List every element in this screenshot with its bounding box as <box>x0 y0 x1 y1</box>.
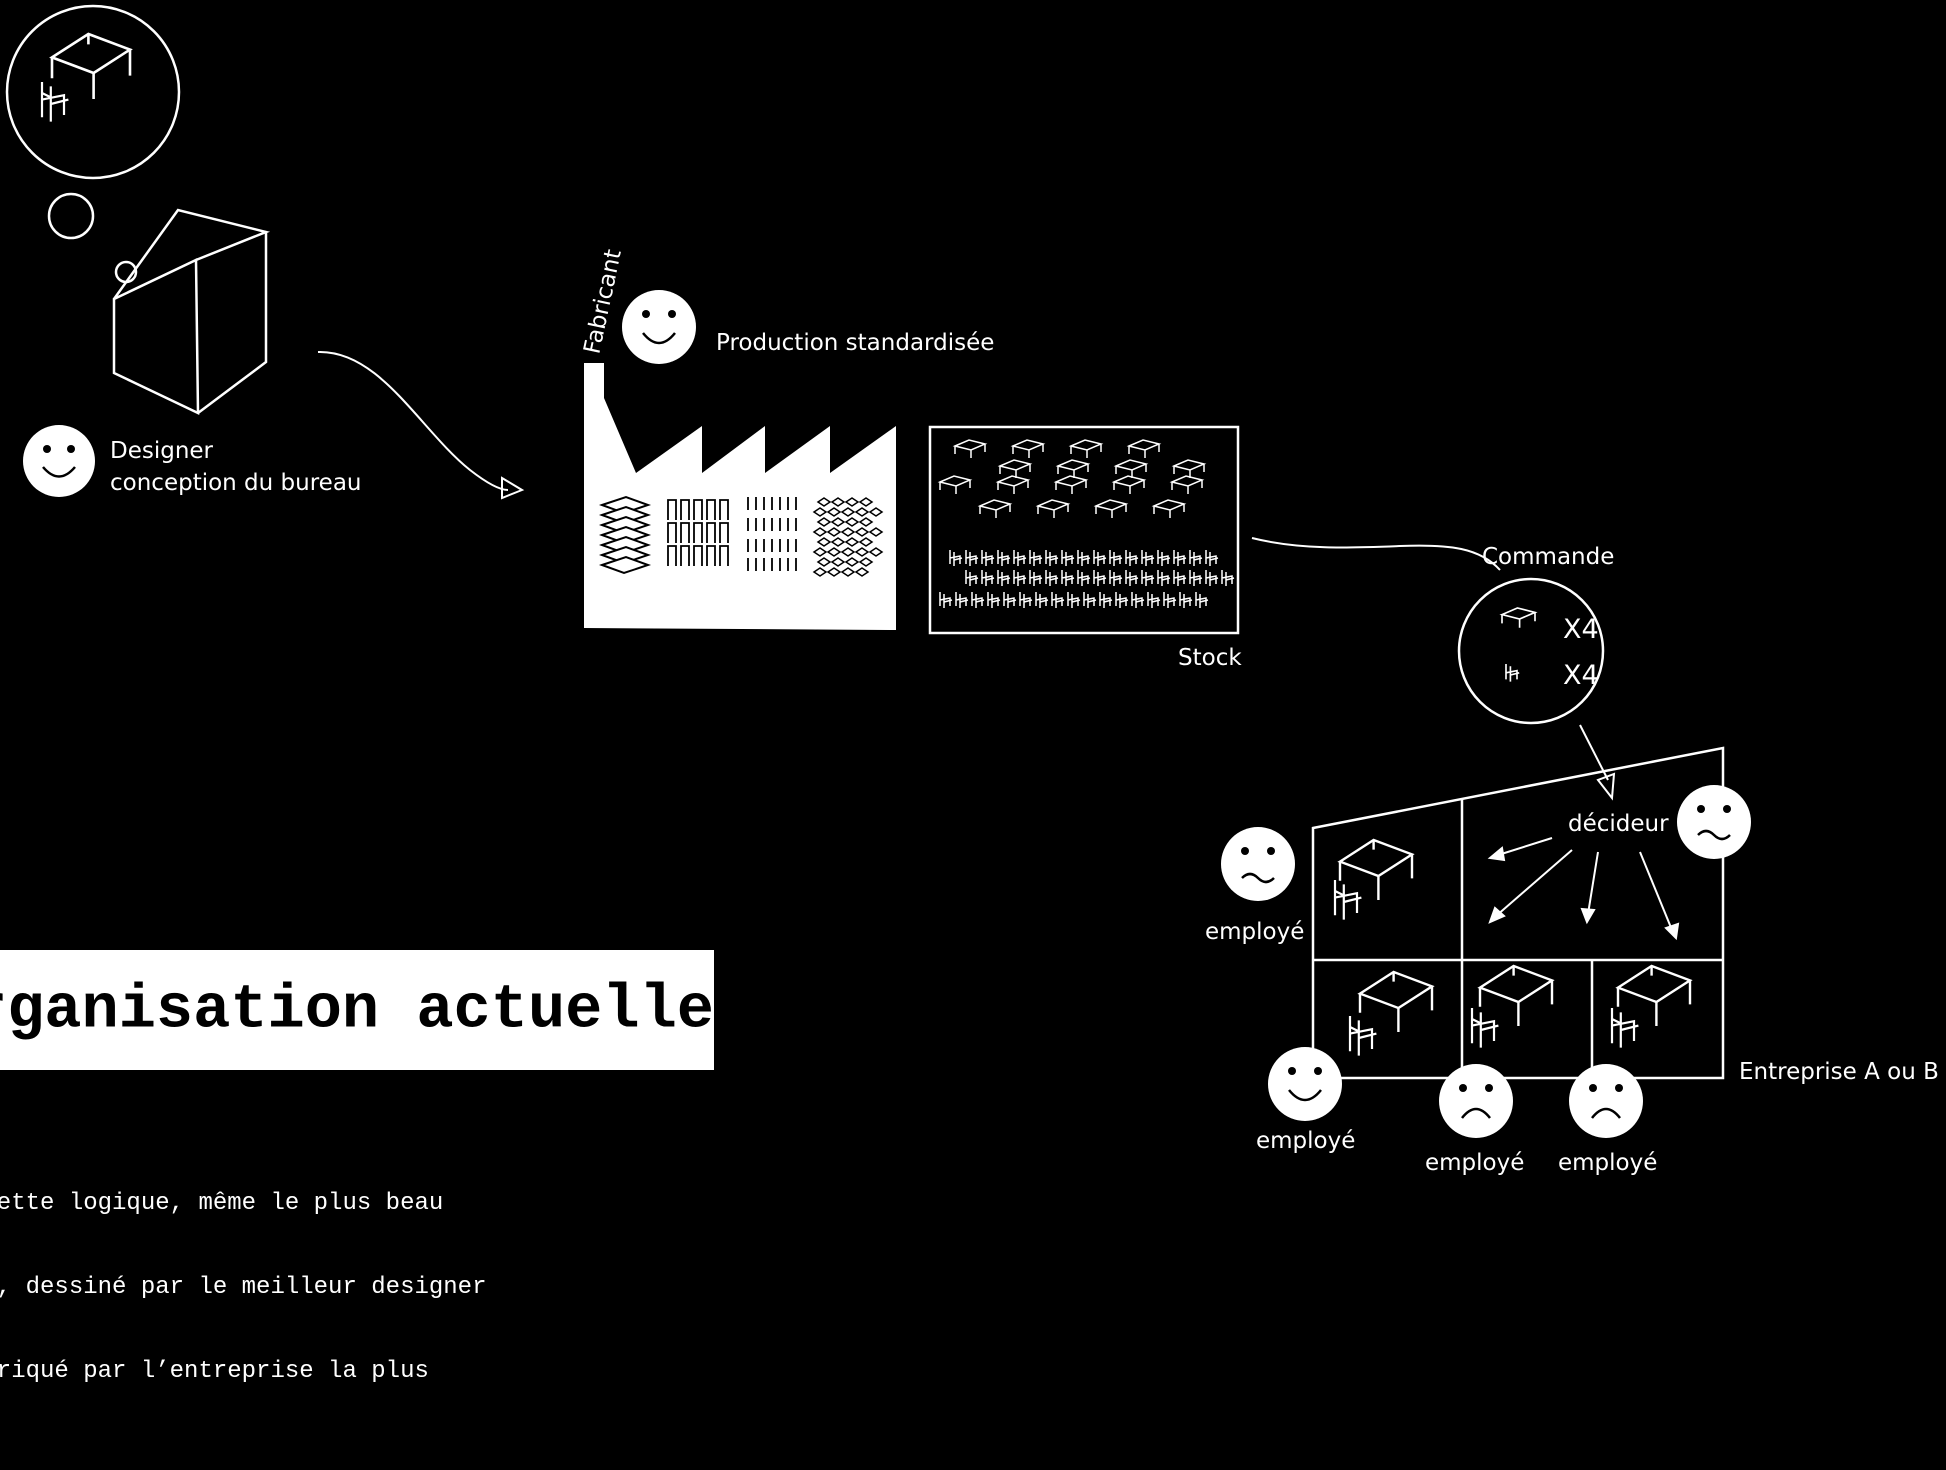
employe-label-3: employé <box>1425 1150 1524 1176</box>
employe-label-1: employé <box>1205 919 1304 945</box>
thought-bubble-desk-icon <box>5 4 181 284</box>
desk-icon <box>1358 970 1434 1034</box>
chair-icon <box>1333 878 1363 921</box>
organization-diagram: Designer conception du bureau <box>5 4 1939 1176</box>
body-line: cette logique, même le plus beau <box>0 1190 444 1217</box>
body-line: abriqué par l’entreprise la plus <box>0 1358 429 1385</box>
desk-icon <box>1478 964 1554 1028</box>
smiley-sad-icon <box>1569 1064 1643 1138</box>
body-line: au, dessiné par le meilleur designer <box>0 1274 487 1301</box>
entreprise-label: Entreprise A ou B <box>1739 1059 1939 1085</box>
flow-line-to-order <box>1251 537 1501 571</box>
smiley-happy-icon <box>1268 1047 1342 1121</box>
fabricant-label: Fabricant <box>579 247 626 356</box>
employe-label-4: employé <box>1558 1150 1657 1176</box>
smiley-wavy-icon <box>1677 785 1751 859</box>
designer-label: Designer <box>110 438 214 464</box>
chair-icon <box>1470 1006 1500 1049</box>
designer-subtitle: conception du bureau <box>110 470 362 496</box>
chair-icon <box>1348 1014 1378 1057</box>
company-floorplan-icon <box>1311 746 1725 1080</box>
stock-icon <box>928 425 1240 635</box>
order-desk-quantity: X4 <box>1563 614 1599 645</box>
order-circle-icon <box>1457 577 1605 725</box>
flow-arrow-to-decideur <box>1579 724 1616 801</box>
section-title-box: rganisation actuelle <box>0 950 714 1070</box>
employe-label-2: employé <box>1256 1128 1355 1154</box>
section-title: rganisation actuelle <box>0 974 714 1046</box>
decision-arrows <box>1487 837 1680 941</box>
smiley-sad-icon <box>1439 1064 1513 1138</box>
body-paragraph: cette logique, même le plus beau au, des… <box>0 1078 714 1470</box>
production-label: Production standardisée <box>716 330 994 356</box>
designer-head-icon <box>112 208 271 415</box>
smiley-happy-icon <box>622 290 696 364</box>
desk-icon <box>1616 964 1692 1028</box>
decideur-label: décideur <box>1568 811 1669 837</box>
order-chair-quantity: X4 <box>1563 660 1599 691</box>
flow-arrow-to-factory <box>317 350 525 500</box>
stock-label: Stock <box>1178 645 1242 671</box>
chair-icon <box>1610 1006 1640 1049</box>
desk-icon <box>1338 838 1414 902</box>
smiley-happy-icon <box>23 425 95 497</box>
commande-label: Commande <box>1482 544 1614 570</box>
factory-icon <box>417 363 896 630</box>
smiley-wavy-icon <box>1221 827 1295 901</box>
